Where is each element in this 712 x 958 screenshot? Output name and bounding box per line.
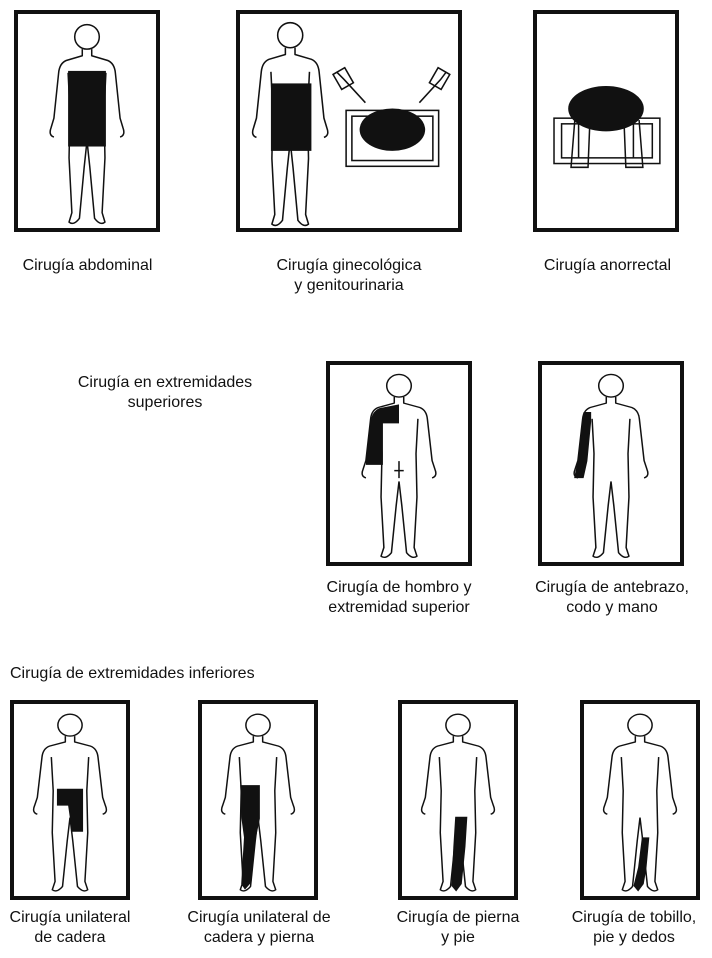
caption-shoulder: Cirugía de hombro y extremidad superior	[302, 578, 496, 618]
shaded-region-forearm-hand	[574, 412, 591, 478]
section-lower-title: Cirugía de extremidades inferiores	[10, 664, 255, 684]
panel-gynecologic	[236, 10, 462, 232]
panel-hip-leg	[198, 700, 318, 900]
caption-ankle: Cirugía de tobillo, pie y dedos	[556, 908, 712, 948]
shaded-region-pelvis	[271, 83, 311, 150]
panel-leg-foot	[398, 700, 518, 900]
caption-hip-leg: Cirugía unilateral de cadera y pierna	[174, 908, 344, 948]
body-figure	[542, 365, 680, 562]
caption-abdominal: Cirugía abdominal	[0, 256, 175, 276]
body-figure	[402, 704, 514, 896]
panel-abdominal	[14, 10, 160, 232]
shaded-region-hip-leg	[240, 785, 260, 890]
body-figure	[14, 704, 126, 896]
shaded-region-hip	[57, 789, 83, 832]
shaded-region-perineum	[360, 108, 426, 150]
body-figure	[202, 704, 314, 896]
caption-hip: Cirugía unilateral de cadera	[0, 908, 148, 948]
panel-forearm	[538, 361, 684, 566]
shaded-region-abdomen	[68, 71, 106, 147]
caption-anorectal: Cirugía anorrectal	[520, 256, 695, 276]
shaded-region-anus	[568, 86, 644, 131]
panel-hip	[10, 700, 130, 900]
prone-jackknife-drawing	[537, 14, 675, 228]
caption-gynecologic: Cirugía ginecológica y genitourinaria	[236, 256, 462, 296]
body-figure-and-lithotomy	[240, 14, 458, 228]
section-upper-title: Cirugía en extremidades superiores	[40, 373, 290, 413]
panel-anorectal	[533, 10, 679, 232]
panel-ankle	[580, 700, 700, 900]
back-body-figure	[330, 365, 468, 562]
body-figure	[18, 14, 156, 228]
caption-leg-foot: Cirugía de pierna y pie	[376, 908, 540, 948]
caption-forearm: Cirugía de antebrazo, codo y mano	[515, 578, 709, 618]
shaded-region-shoulder-arm	[366, 404, 399, 464]
panel-shoulder	[326, 361, 472, 566]
body-figure	[584, 704, 696, 896]
